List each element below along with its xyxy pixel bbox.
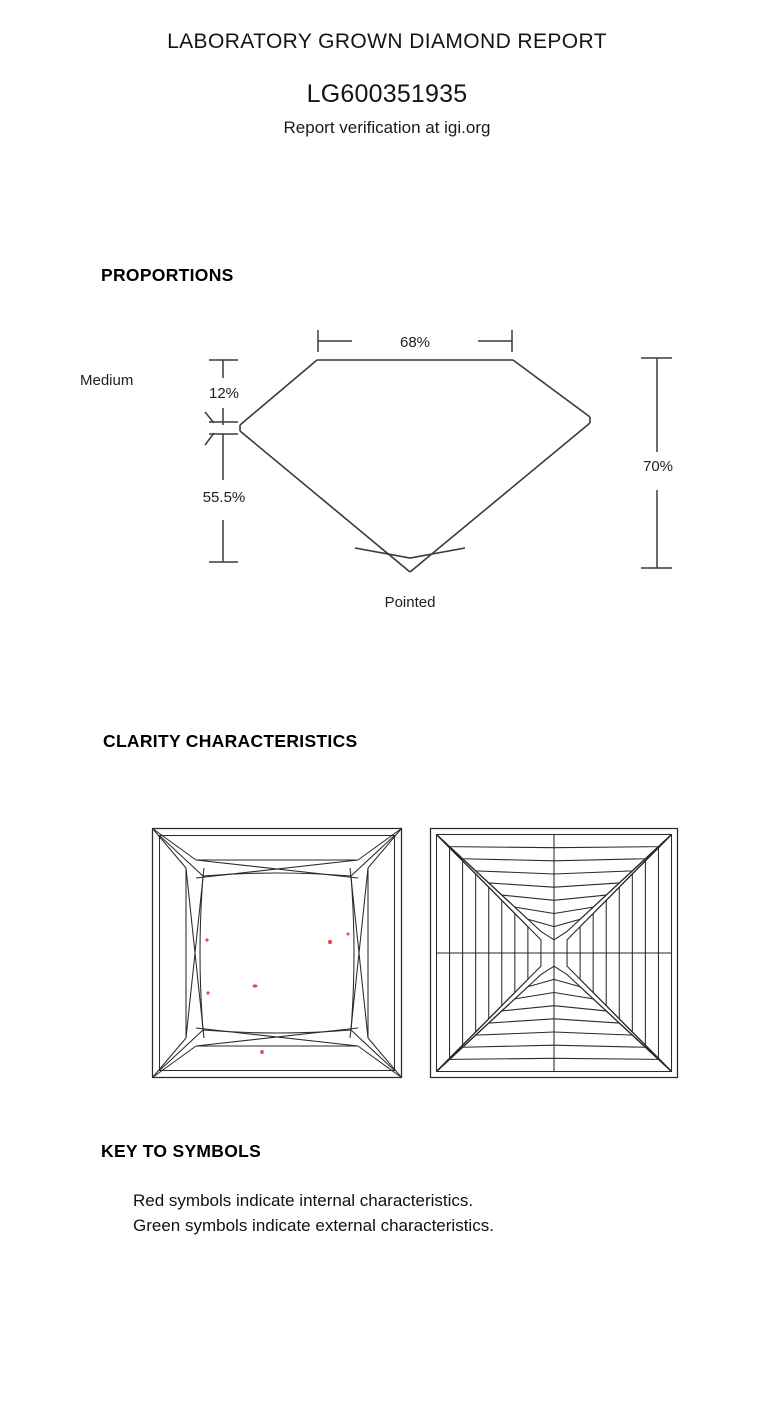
pavilion-chevron-line [436,953,529,1072]
girdle-upper-slash [204,411,215,424]
crown-outer-girdle [151,827,403,1079]
pavilion-chevron-line [553,1057,672,1072]
crown-corner-link-tl [152,828,197,861]
report-verification-text: Report verification at igi.org [283,118,491,137]
pavilion-chevron-line [436,834,555,901]
crown-corner-link-bl [152,1045,197,1078]
crown-corner-link2-br [367,1037,402,1078]
report-number: LG600351935 [306,80,468,108]
culet-inner-v [354,547,466,559]
diamond-profile-svg: 68% 12% Medium 55.5% 70% [80,330,673,611]
table-percent-label: 68% [400,334,430,351]
pavilion-chevron-facets [436,834,672,1072]
crown-height-label: 12% [209,385,239,402]
pavilion-chevron-line [436,1005,555,1072]
crown-left-cross-b [185,867,205,1039]
girdle-lower-slash [204,432,215,446]
pavilion-chevron-line [553,834,672,928]
inclusion-mark [260,1050,264,1054]
pavilion-outer-girdle [429,827,679,1079]
pavilion-chevron-line [436,1031,555,1072]
inclusion-mark [252,984,258,988]
pavilion-chevron-line [553,834,672,875]
crown-right-cross-b [349,867,369,1039]
clarity-plots-svg [151,827,679,1079]
pavilion-chevron-line [553,834,672,849]
clarity-plot-diagrams [0,820,774,1090]
proportions-section-heading: PROPORTIONS [101,265,234,285]
proportions-diagram: 68% 12% Medium 55.5% 70% [0,300,774,640]
crown-corner-link-tr [357,828,402,861]
crown-corner-facet-bl [159,1029,204,1071]
crown-corner-link2-bl [152,1037,187,1078]
key-green-line: Green symbols indicate external characte… [133,1216,494,1235]
crown-bottom-cross-b [195,1027,359,1047]
pavilion-depth-dimension: 55.5% [203,434,246,563]
pavilion-chevron-line [553,1031,672,1072]
pavilion-chevron-line [436,834,529,953]
crown-top-cross-b [195,859,359,879]
table-width-dimension: 68% [317,330,513,352]
pavilion-chevron-line [657,834,672,953]
pavilion-chevron-line [436,953,451,1072]
pavilion-right-line [409,422,591,573]
pavilion-chevron-line [566,953,672,1072]
diamond-profile-outline [239,359,591,573]
pavilion-chevron-line [553,1005,672,1072]
inclusion-mark [346,932,350,936]
pavilion-chevron-line [436,834,555,849]
inclusion-marks-group [205,932,350,1054]
pavilion-chevron-line [553,965,672,1072]
crown-left-line [239,359,318,426]
pavilion-chevron-line [436,1057,555,1072]
inclusion-mark [206,991,210,995]
pavilion-left-line [239,430,411,573]
pavilion-chevron-line [579,834,672,953]
key-to-symbols-heading: KEY TO SYMBOLS [101,1141,262,1161]
pavilion-chevron-line [436,978,555,1072]
pavilion-chevron-line [605,834,672,953]
pavilion-chevron-line [436,953,503,1072]
pavilion-chevron-line [566,834,672,953]
pavilion-chevron-line [436,834,451,953]
page-title: LABORATORY GROWN DIAMOND REPORT [167,30,607,53]
key-red-line: Red symbols indicate internal characteri… [133,1191,474,1210]
pavilion-chevron-line [436,834,542,953]
pavilion-depth-label: 55.5% [203,489,246,506]
inclusion-mark [328,939,332,945]
pavilion-chevron-line [657,953,672,1072]
pavilion-chevron-line [579,953,672,1072]
key-to-symbols-text: Red symbols indicate internal characteri… [133,1188,494,1238]
crown-corner-facet-tl [159,835,204,877]
crown-inner-girdle [158,834,396,1072]
pavilion-chevron-line [553,834,672,901]
total-depth-label: 70% [643,458,673,475]
crown-corner-facet-br [350,1029,395,1071]
pavilion-chevron-line [436,953,542,1072]
crown-corner-link2-tr [367,828,402,869]
crown-corner-link-br [357,1045,402,1078]
culet-label: Pointed [385,594,436,611]
pavilion-chevron-line [553,834,672,941]
pavilion-chevron-line [436,834,555,928]
pavilion-chevron-line [436,834,555,941]
crown-view-plot [151,827,403,1079]
clarity-section-heading: CLARITY CHARACTERISTICS [103,731,358,751]
crown-corner-facet-tr [350,835,395,877]
inclusion-mark [205,938,209,942]
pavilion-chevron-line [553,978,672,1072]
total-depth-dimension: 70% [641,357,673,569]
report-header: LABORATORY GROWN DIAMOND REPORT LG600351… [0,30,774,138]
pavilion-chevron-line [436,965,555,1072]
crown-right-line [512,359,591,418]
pavilion-view-plot [429,827,679,1079]
girdle-thickness-label: Medium [80,372,133,389]
pavilion-chevron-line [605,953,672,1072]
crown-corner-link2-tl [152,828,187,869]
pavilion-chevron-line [436,834,555,875]
crown-height-dimension: 12% [204,359,239,446]
crown-table-outline [199,872,355,1034]
pavilion-chevron-line [436,834,503,953]
